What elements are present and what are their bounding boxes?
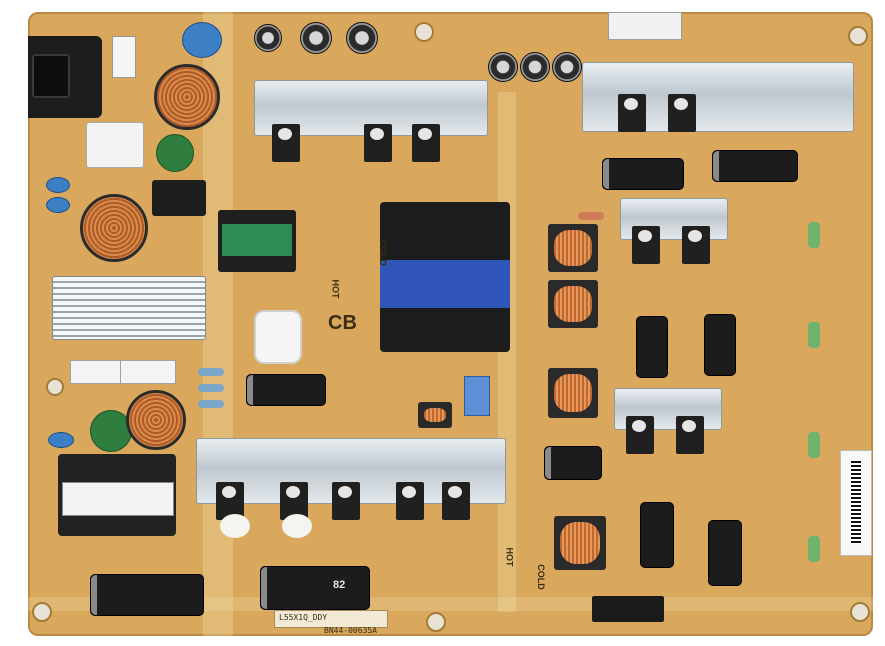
rectifier-diode — [632, 226, 660, 264]
main-transformer — [380, 202, 510, 352]
mounting-hole — [848, 26, 868, 46]
barcode-sticker — [840, 450, 872, 556]
capacitor-top — [300, 22, 332, 54]
bridge-heatsink — [52, 276, 206, 340]
resistor — [578, 212, 604, 220]
output-inductor — [554, 516, 606, 570]
mosfet — [412, 124, 440, 162]
electrolytic-capacitor-82uf: 82 — [260, 566, 370, 610]
bridge-rectifier — [152, 180, 206, 216]
transformer-label — [62, 482, 174, 516]
part-number-label: BN44-00635A — [324, 626, 377, 635]
thermal-pad — [220, 514, 250, 538]
mosfet — [280, 482, 308, 520]
toroid-inductor — [126, 390, 186, 450]
electrolytic-capacitor — [246, 374, 326, 406]
capacitor-top — [254, 24, 282, 52]
capacitor-top — [552, 52, 582, 82]
ac-socket — [32, 54, 70, 98]
transformer-blue-tape — [380, 260, 510, 308]
varistor — [90, 410, 132, 452]
optocoupler — [464, 376, 490, 416]
fuse-holder — [112, 36, 136, 78]
board-connector — [608, 12, 682, 40]
barcode — [851, 461, 861, 545]
hot-label-1: HOT — [330, 279, 341, 299]
model-label-text: L55X1Q_DDY — [279, 613, 328, 622]
mounting-hole — [426, 612, 446, 632]
resistor — [808, 222, 820, 248]
film-capacitor — [70, 360, 122, 384]
y-capacitor — [46, 177, 70, 193]
mosfet — [442, 482, 470, 520]
resistor — [198, 384, 224, 392]
electrolytic-capacitor — [544, 446, 602, 480]
resistor — [198, 400, 224, 408]
transformer-tape — [222, 224, 292, 256]
cap-value-label: 82 — [333, 579, 346, 591]
relay — [86, 122, 144, 168]
power-supply-board: 82 CB COLD HOT COLD HOT — [28, 12, 873, 636]
mosfet — [364, 124, 392, 162]
aux-transformer — [218, 210, 296, 272]
varistor — [156, 134, 194, 172]
hot-label-2: HOT — [504, 547, 515, 567]
x-capacitor — [182, 22, 222, 58]
resistor — [808, 322, 820, 348]
mounting-hole — [414, 22, 434, 42]
resistor — [198, 368, 224, 376]
common-mode-choke — [154, 64, 220, 130]
output-inductor — [548, 368, 598, 418]
thermal-pad — [282, 514, 312, 538]
line-filter-coil — [254, 310, 302, 364]
electrolytic-capacitor — [704, 314, 736, 376]
output-connector — [592, 596, 664, 622]
electrolytic-capacitor — [636, 316, 668, 378]
rectifier-diode — [618, 94, 646, 132]
output-inductor — [548, 224, 598, 272]
electrolytic-capacitor — [708, 520, 742, 586]
electrolytic-capacitor — [602, 158, 684, 190]
mosfet — [272, 124, 300, 162]
y-capacitor — [48, 432, 74, 448]
cold-label-2: COLD — [535, 564, 546, 590]
capacitor-top — [520, 52, 550, 82]
ac-inlet-connector — [28, 36, 102, 118]
standby-transformer — [58, 454, 176, 536]
mosfet — [216, 482, 244, 520]
pcb-trace — [498, 92, 516, 612]
capacitor-top — [488, 52, 518, 82]
electrolytic-capacitor — [640, 502, 674, 568]
mounting-hole — [46, 378, 64, 396]
capacitor-top — [346, 22, 378, 54]
rectifier-diode — [626, 416, 654, 454]
resistor — [808, 536, 820, 562]
mounting-hole — [32, 602, 52, 622]
mosfet — [332, 482, 360, 520]
rectifier-diode — [668, 94, 696, 132]
rectifier-diode — [682, 226, 710, 264]
y-capacitor — [46, 197, 70, 213]
rectifier-diode — [676, 416, 704, 454]
common-mode-choke — [80, 194, 148, 262]
output-inductor — [548, 280, 598, 328]
resistor — [808, 432, 820, 458]
small-inductor — [418, 402, 452, 428]
mosfet — [396, 482, 424, 520]
electrolytic-capacitor — [90, 574, 204, 616]
model-label: L55X1Q_DDY — [274, 610, 388, 628]
mounting-hole — [850, 602, 870, 622]
cold-label-1: COLD — [377, 240, 388, 266]
film-capacitor — [120, 360, 176, 384]
electrolytic-capacitor — [712, 150, 798, 182]
cb-label: CB — [328, 312, 357, 334]
